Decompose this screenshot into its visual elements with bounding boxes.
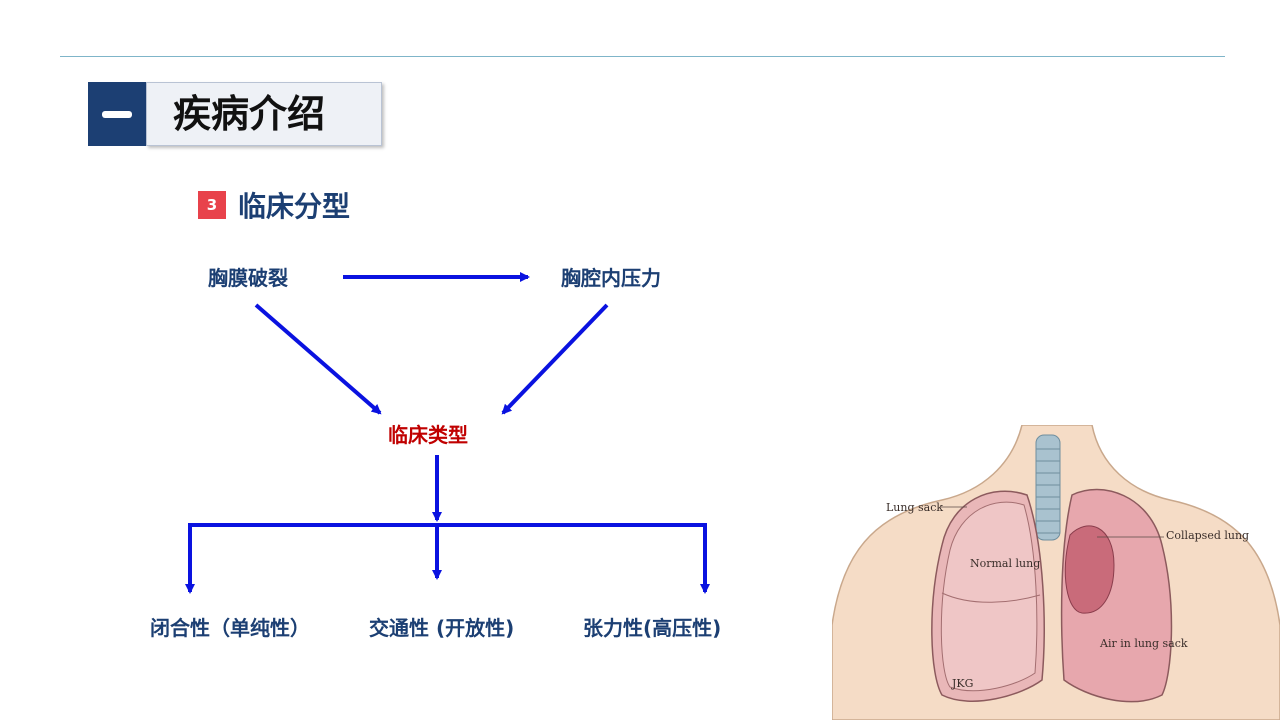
node-pleural-rupture: 胸膜破裂 [208,266,288,290]
section-title-box: 疾病介绍 [146,82,382,146]
node-clinical-type: 临床类型 [388,423,468,447]
type-tension: 张力性(高压性) [583,616,722,640]
type-closed: 闭合性（单纯性） [150,616,310,640]
artist-signature: JKG [951,677,973,690]
trachea-shape [1035,434,1061,541]
top-divider [60,56,1225,57]
type-open: 交通性 (开放性) [369,616,515,640]
page-title: 疾病介绍 [173,92,326,136]
collapsed-lung-shape [1064,525,1115,614]
label-collapsed-lung: Collapsed lung [1166,529,1249,542]
label-lung-sack: Lung sack [886,501,943,514]
node-intrathoracic-pressure: 胸腔内压力 [561,266,661,290]
subsection-title: 临床分型 [238,190,351,223]
dash-icon [102,110,132,118]
normal-lung-shape [940,501,1038,692]
section-header: 疾病介绍 [88,82,382,146]
pneumothorax-illustration: Lung sack Normal lung Collapsed lung Air… [832,425,1280,720]
arrow-pressure-to-type [501,303,609,415]
label-normal-lung: Normal lung [970,557,1040,570]
label-air-in-sack: Air in lung sack [1099,637,1188,650]
section-number-box [88,82,146,146]
branch-bar [188,523,707,592]
subsection-heading: 3 临床分型 [198,188,351,223]
subsection-number-badge: 3 [198,191,226,219]
arrow-rupture-to-type [254,303,382,415]
